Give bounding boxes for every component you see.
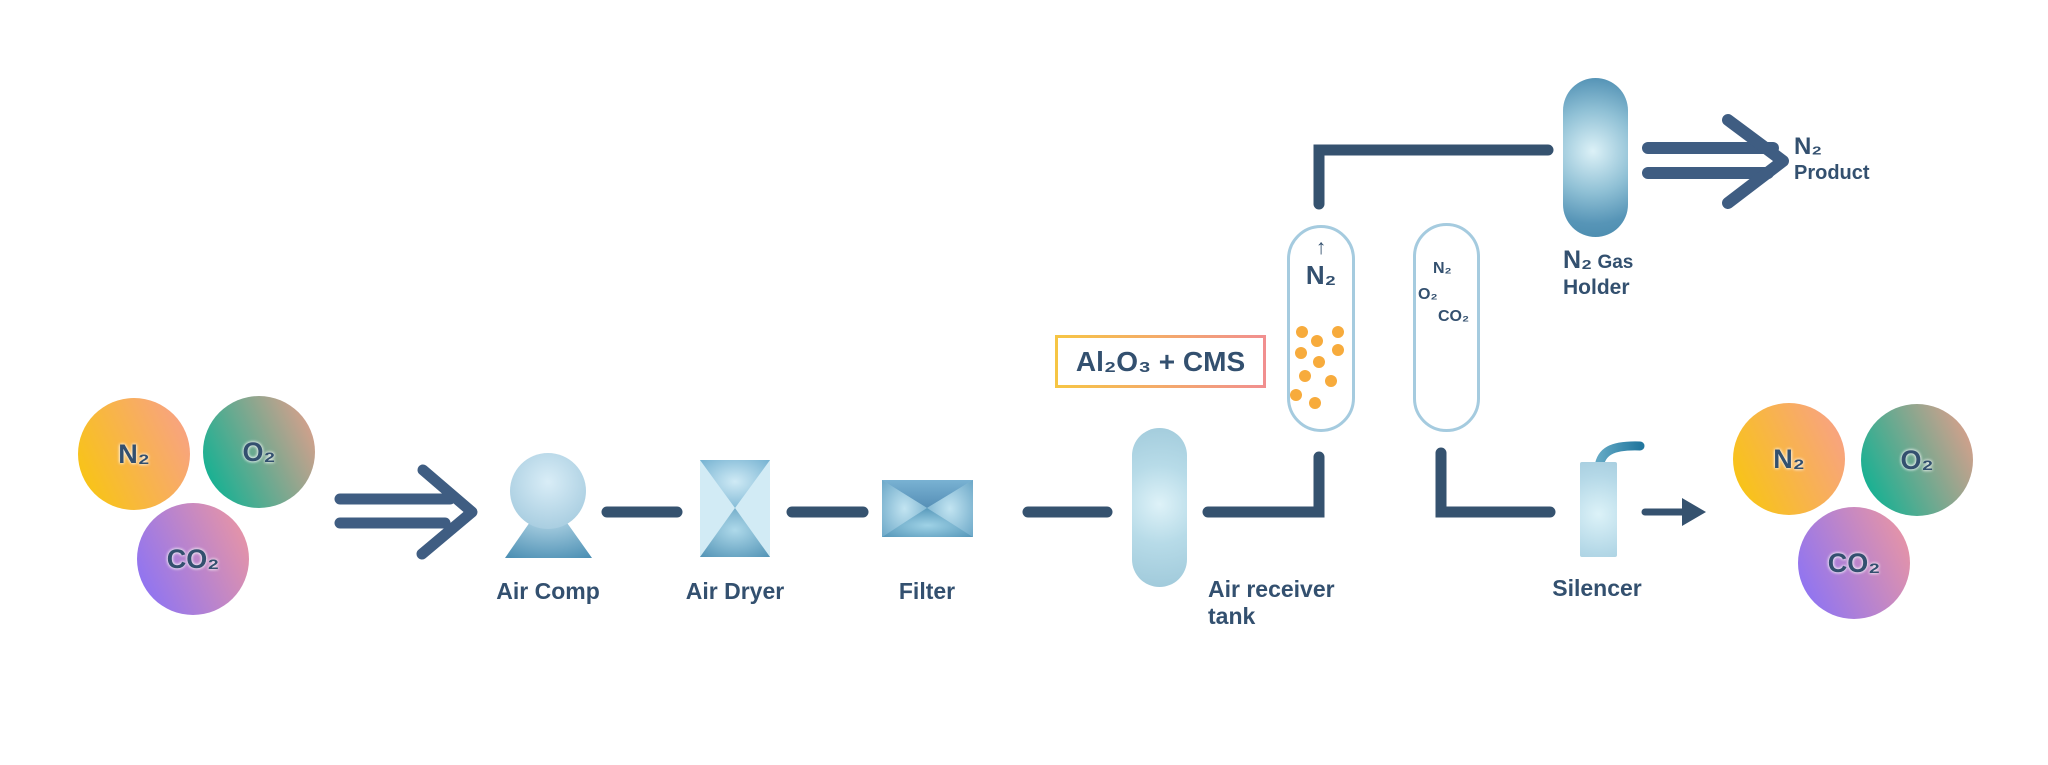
outlet-n2-circle: N₂: [1733, 403, 1845, 515]
holder-label-n2: N₂: [1563, 246, 1593, 274]
air-receiver-tank-label: Air receiver tank: [1208, 576, 1408, 630]
air-dryer-icon: [700, 460, 770, 557]
product-label-line1: N₂: [1794, 133, 1822, 160]
holder-label-holder: Holder: [1563, 276, 1630, 299]
adsorbent-bead: [1325, 375, 1337, 387]
n2-gas-holder: [1563, 78, 1628, 237]
column2-co2-label: CO₂: [1438, 308, 1470, 325]
outlet-o2-circle: O₂: [1861, 404, 1973, 516]
pipe-column1-to-holder: [1313, 144, 1554, 210]
air-receiver-tank: [1132, 428, 1187, 587]
up-arrow-icon: ↑: [1315, 236, 1327, 259]
adsorbent-bead: [1332, 344, 1344, 356]
exhaust-arrow-icon: [1641, 498, 1706, 526]
process-pipes: [1202, 144, 1556, 518]
adsorption-column-regenerating: N₂ O₂ CO₂: [1413, 223, 1480, 432]
adsorbent-bead: [1296, 326, 1308, 338]
product-label-line2: Product: [1794, 162, 1870, 184]
adsorbent-bead: [1299, 370, 1311, 382]
n2-product-label: N₂ Product: [1794, 133, 1870, 187]
inlet-co2-label: CO₂: [166, 543, 220, 574]
adsorbent-bead: [1332, 326, 1344, 338]
pipe-tank-to-column1: [1202, 451, 1325, 518]
adsorbent-bead: [1311, 335, 1323, 347]
filter-label: Filter: [898, 578, 956, 604]
adsorbent-bead: [1295, 347, 1307, 359]
inlet-o2-circle: O₂: [203, 396, 315, 508]
air-compressor-icon: [505, 453, 592, 558]
tank-label-line2: tank: [1208, 603, 1256, 629]
tank-label-line1: Air receiver: [1208, 576, 1335, 602]
inlet-n2-circle: N₂: [78, 398, 190, 510]
product-flow-arrow-icon: [1642, 114, 1789, 209]
outlet-n2-label: N₂: [1773, 443, 1805, 474]
column2-n2-label: N₂: [1433, 260, 1452, 277]
column1-n2-label: N₂: [1305, 260, 1337, 290]
holder-label-gas: Gas: [1592, 252, 1634, 273]
pipe-column2-to-silencer: [1435, 447, 1556, 518]
outlet-o2-label: O₂: [1900, 444, 1934, 475]
inlet-flow-arrow-icon: [334, 464, 478, 560]
air-comp-label: Air Comp: [496, 578, 600, 604]
adsorbent-bead: [1309, 397, 1321, 409]
adsorbent-bead: [1290, 389, 1302, 401]
filter-icon: [882, 480, 973, 537]
n2-gas-holder-label: N₂ Gas Holder: [1563, 248, 1683, 302]
outlet-co2-label: CO₂: [1827, 547, 1881, 578]
inlet-o2-label: O₂: [242, 436, 276, 467]
outlet-co2-circle: CO₂: [1798, 507, 1910, 619]
adsorbent-label: Al₂O₃ + CMS: [1075, 345, 1246, 377]
adsorbent-bead: [1313, 356, 1325, 368]
silencer-label: Silencer: [1552, 575, 1642, 601]
inlet-co2-circle: CO₂: [137, 503, 249, 615]
adsorbent-callout-box: Al₂O₃ + CMS: [1055, 335, 1266, 388]
column2-o2-label: O₂: [1418, 286, 1438, 303]
inlet-n2-label: N₂: [118, 438, 150, 469]
air-dryer-label: Air Dryer: [685, 578, 785, 604]
adsorption-column-active: ↑ N₂: [1287, 225, 1355, 432]
silencer-body: [1580, 462, 1617, 557]
